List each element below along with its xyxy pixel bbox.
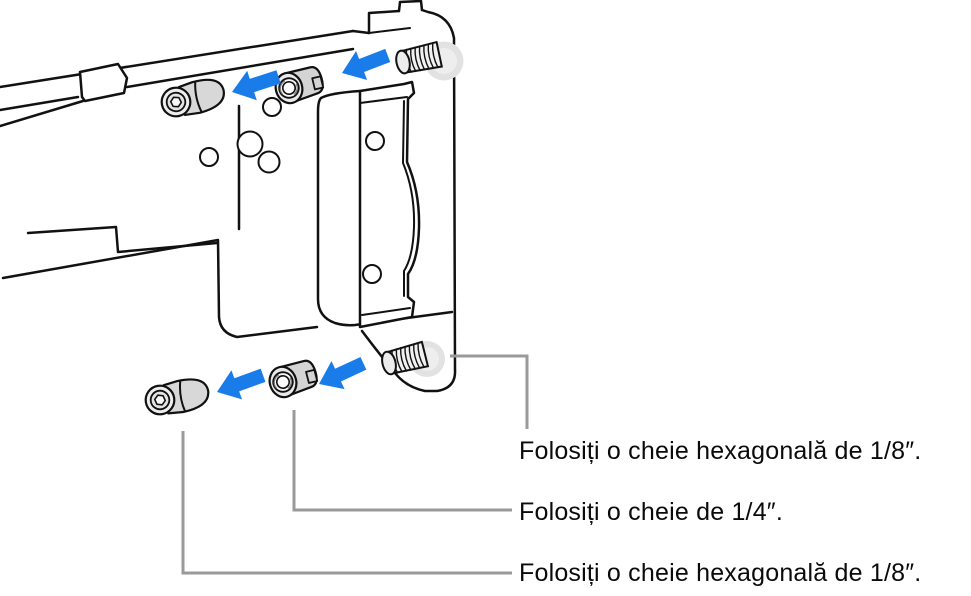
arrow-left-icon — [319, 356, 367, 390]
cap-screw-bottom — [144, 378, 210, 416]
assembly-arrows — [217, 48, 391, 400]
arrow-left-icon — [342, 48, 391, 80]
callout-line-1 — [450, 354, 529, 429]
latch-bracket — [358, 80, 421, 329]
slide-rail — [0, 29, 371, 339]
mounting-plate — [316, 89, 454, 327]
cap-screw-top — [160, 78, 225, 118]
callout-label-hex-wrench-top: Folosiți o cheie hexagonală de 1/8″. — [519, 437, 922, 465]
callout-line-3 — [181, 431, 512, 575]
machine-screw-bottom — [381, 340, 430, 376]
callout-lines — [181, 354, 529, 575]
standoff-nut-bottom — [268, 359, 319, 399]
callout-label-hex-wrench-bottom: Folosiți o cheie hexagonală de 1/8″. — [519, 559, 922, 587]
machine-screw-top — [395, 40, 443, 75]
callout-line-2 — [292, 410, 512, 512]
arrow-left-icon — [217, 368, 266, 400]
rail-holes — [199, 97, 282, 174]
callout-label-quarter-wrench: Folosiți o cheie de 1/4″. — [519, 498, 783, 526]
standoff-nut-top — [274, 66, 325, 105]
arrow-left-icon — [232, 70, 281, 101]
